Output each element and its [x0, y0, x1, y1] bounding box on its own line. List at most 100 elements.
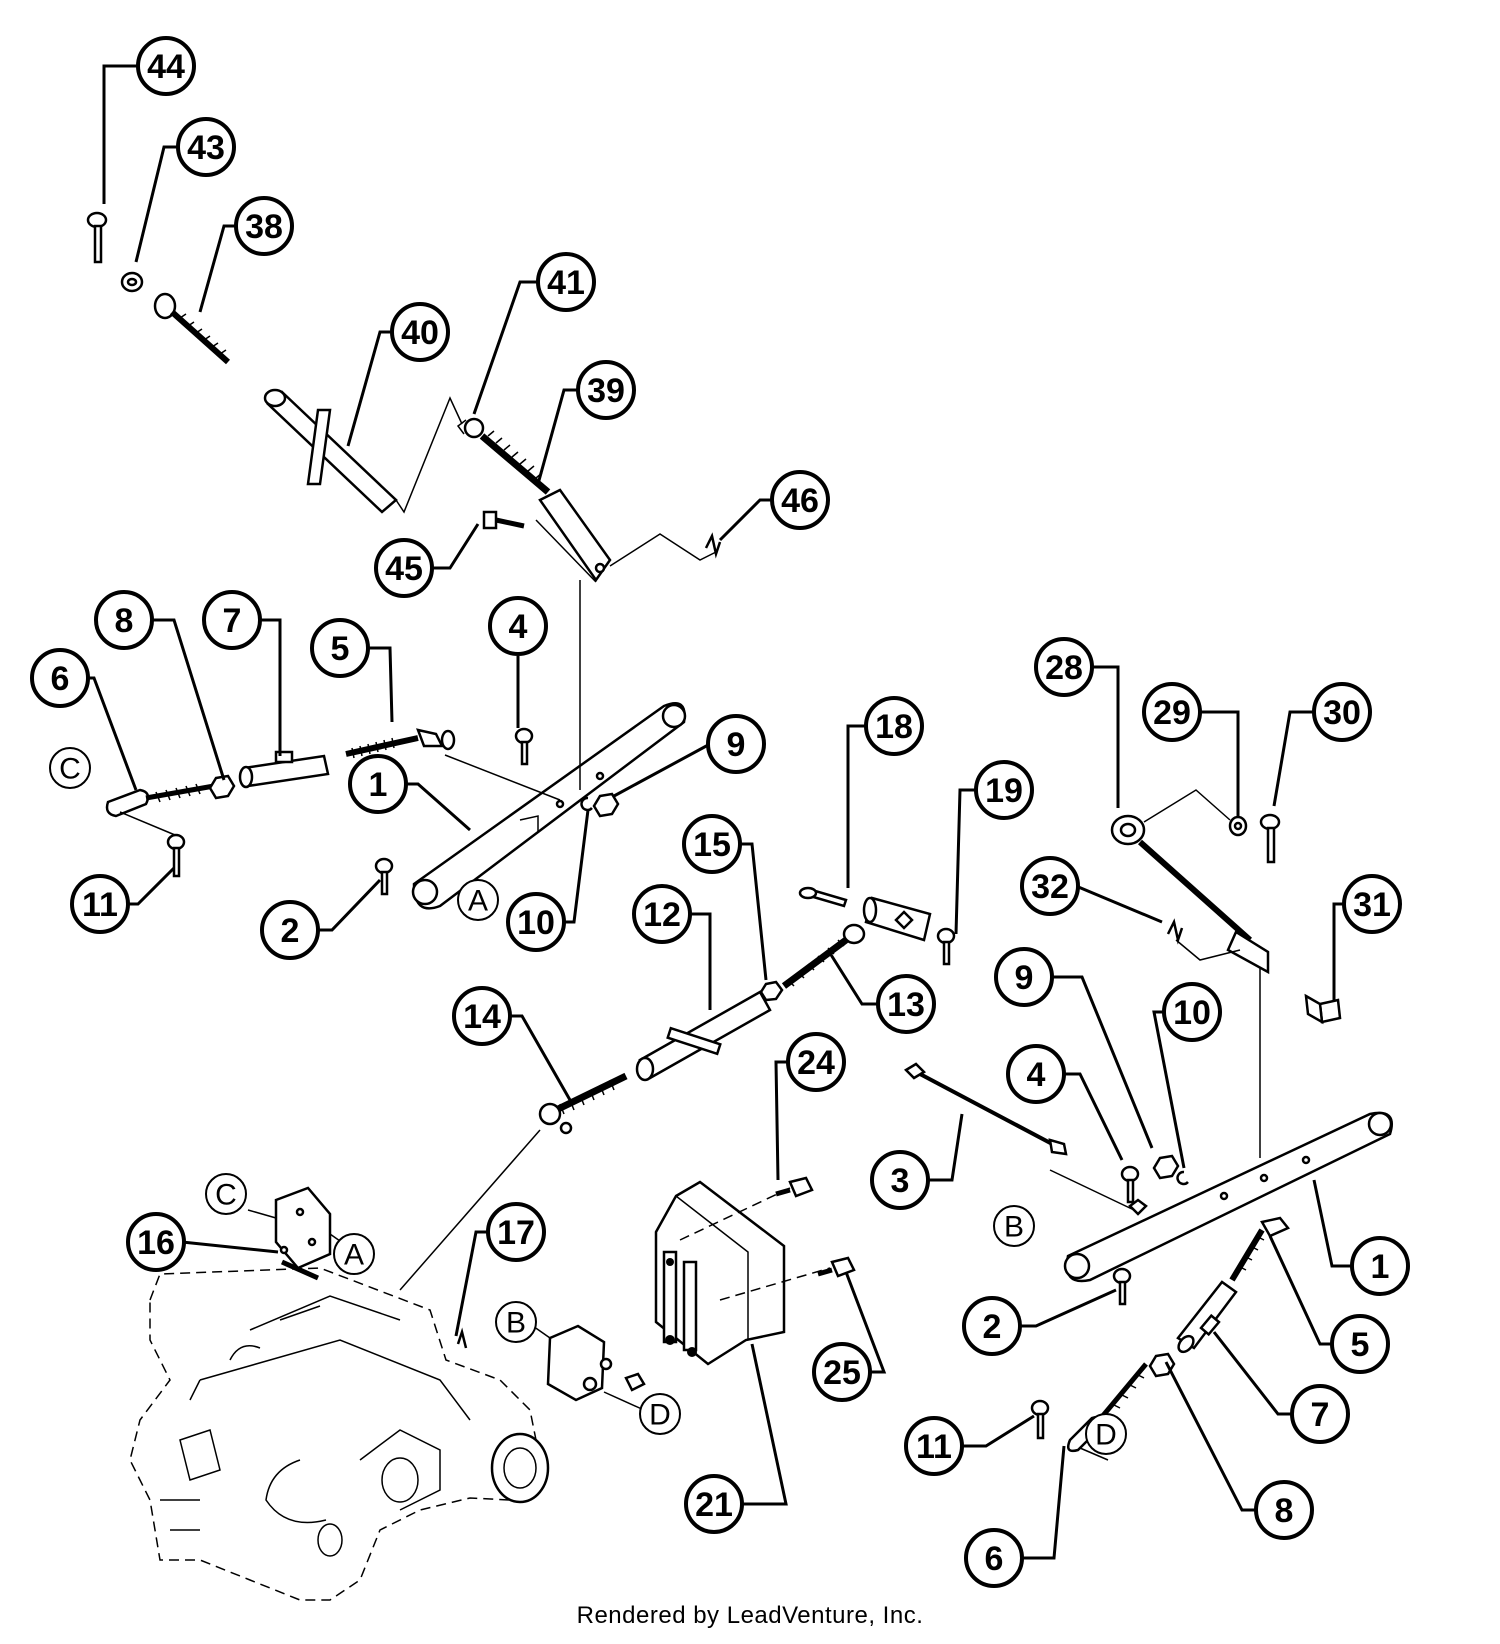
- callout-label: 41: [547, 264, 585, 302]
- part-1-lower-link-left: [411, 580, 687, 910]
- callout-7: 7: [1290, 1384, 1350, 1444]
- callout-32: 32: [1020, 856, 1080, 916]
- callout-label: 40: [401, 314, 439, 352]
- callout-15: 15: [682, 814, 742, 874]
- callout-circle: [452, 986, 512, 1046]
- callout-circle: [30, 648, 90, 708]
- callout-circle: [1162, 982, 1222, 1042]
- callout-label: 45: [385, 550, 423, 588]
- callout-1: 1: [348, 754, 408, 814]
- callout-label: 17: [497, 1214, 535, 1252]
- callout-31: 31: [1342, 874, 1402, 934]
- callout-circle: [904, 1416, 964, 1476]
- callout-label: 11: [82, 886, 118, 924]
- reference-B: B: [993, 1205, 1035, 1247]
- part-2-pin-left: [374, 857, 394, 896]
- callout-9: 9: [994, 947, 1054, 1007]
- part-7-sleeve-right: [1176, 1280, 1238, 1354]
- callout-circle: [1330, 1314, 1390, 1374]
- callout-41: 41: [536, 252, 596, 312]
- parts-illustration: [86, 211, 1393, 1601]
- part-25-bolt: [817, 1256, 856, 1278]
- part-3-top-link-rod: [1138, 839, 1270, 1158]
- callout-circle: [1020, 856, 1080, 916]
- callout-circle: [486, 1202, 546, 1262]
- reference-circle: [333, 1233, 375, 1275]
- callout-label: 24: [797, 1044, 835, 1082]
- reference-A: A: [457, 879, 499, 921]
- callout-circle: [234, 196, 294, 256]
- reference-label: A: [344, 1239, 364, 1272]
- reference-circle: [495, 1301, 537, 1343]
- reference-label: C: [59, 753, 81, 786]
- callout-4: 4: [1006, 1044, 1066, 1104]
- callout-8: 8: [1254, 1480, 1314, 1540]
- callout-circle: [1034, 637, 1094, 697]
- part-46-snap-pin: [704, 532, 722, 559]
- part-18-pin: [798, 886, 848, 908]
- callout-10: 10: [1162, 982, 1222, 1042]
- callout-circle: [310, 618, 370, 678]
- callout-5: 5: [310, 618, 370, 678]
- callout-13: 13: [876, 974, 936, 1034]
- callout-circle: [260, 900, 320, 960]
- reference-circle: [993, 1205, 1035, 1247]
- callout-46: 46: [770, 470, 830, 530]
- callout-11: 11: [70, 874, 130, 934]
- part-32-snap-pin: [1166, 918, 1184, 945]
- part-9-nut-right: [1152, 1154, 1180, 1180]
- callout-circle: [506, 892, 566, 952]
- callout-label: 38: [245, 208, 283, 246]
- part-12-tube: [635, 990, 772, 1082]
- part-8-nut-right: [1148, 1352, 1176, 1378]
- callout-6: 6: [30, 648, 90, 708]
- part-43-washer: [120, 271, 144, 293]
- callout-39: 39: [576, 360, 636, 420]
- callout-8: 8: [94, 590, 154, 650]
- callout-24: 24: [786, 1032, 846, 1092]
- part-44-pin: [86, 211, 108, 264]
- callout-44: 44: [136, 36, 196, 96]
- part-1-lower-link-right: [1049, 1111, 1393, 1283]
- reference-D: D: [639, 1393, 681, 1435]
- callout-label: 8: [1275, 1492, 1294, 1530]
- reference-C: C: [205, 1173, 247, 1215]
- callout-28: 28: [1034, 637, 1094, 697]
- callout-21: 21: [684, 1474, 744, 1534]
- part-7-sleeve-left: [238, 750, 330, 789]
- callout-circle: [706, 714, 766, 774]
- callout-label: 32: [1031, 868, 1069, 906]
- part-2-pin-right: [1112, 1267, 1132, 1306]
- part-13-adjusting-rod: [781, 923, 866, 989]
- part-39-lift-rod: [535, 488, 717, 583]
- callout-label: 10: [517, 904, 555, 942]
- part-5-rod-right: [1229, 1216, 1290, 1282]
- part-19-clevis: [862, 896, 956, 966]
- part-14-threaded-rod: [399, 1072, 628, 1291]
- part-bracket-lower: [529, 1323, 646, 1411]
- reference-A: A: [333, 1233, 375, 1275]
- callout-circle: [682, 814, 742, 874]
- callout-45: 45: [374, 538, 434, 598]
- callout-circle: [536, 252, 596, 312]
- callout-label: 44: [147, 48, 185, 86]
- callout-circle: [994, 947, 1054, 1007]
- part-bracket-upper: [247, 1186, 351, 1270]
- callout-6: 6: [964, 1528, 1024, 1588]
- callout-circle: [126, 1212, 186, 1272]
- callout-circle: [1142, 682, 1202, 742]
- callout-1: 1: [1350, 1236, 1410, 1296]
- callout-circle: [632, 884, 692, 944]
- callout-circle: [1254, 1480, 1314, 1540]
- callout-label: 39: [587, 372, 625, 410]
- callout-38: 38: [234, 196, 294, 256]
- callout-circle: [770, 470, 830, 530]
- part-17-snap-pin: [456, 1327, 468, 1349]
- part-11-pin-right: [1030, 1399, 1050, 1440]
- callout-10: 10: [506, 892, 566, 952]
- callout-19: 19: [974, 760, 1034, 820]
- part-31-block: [1304, 993, 1342, 1025]
